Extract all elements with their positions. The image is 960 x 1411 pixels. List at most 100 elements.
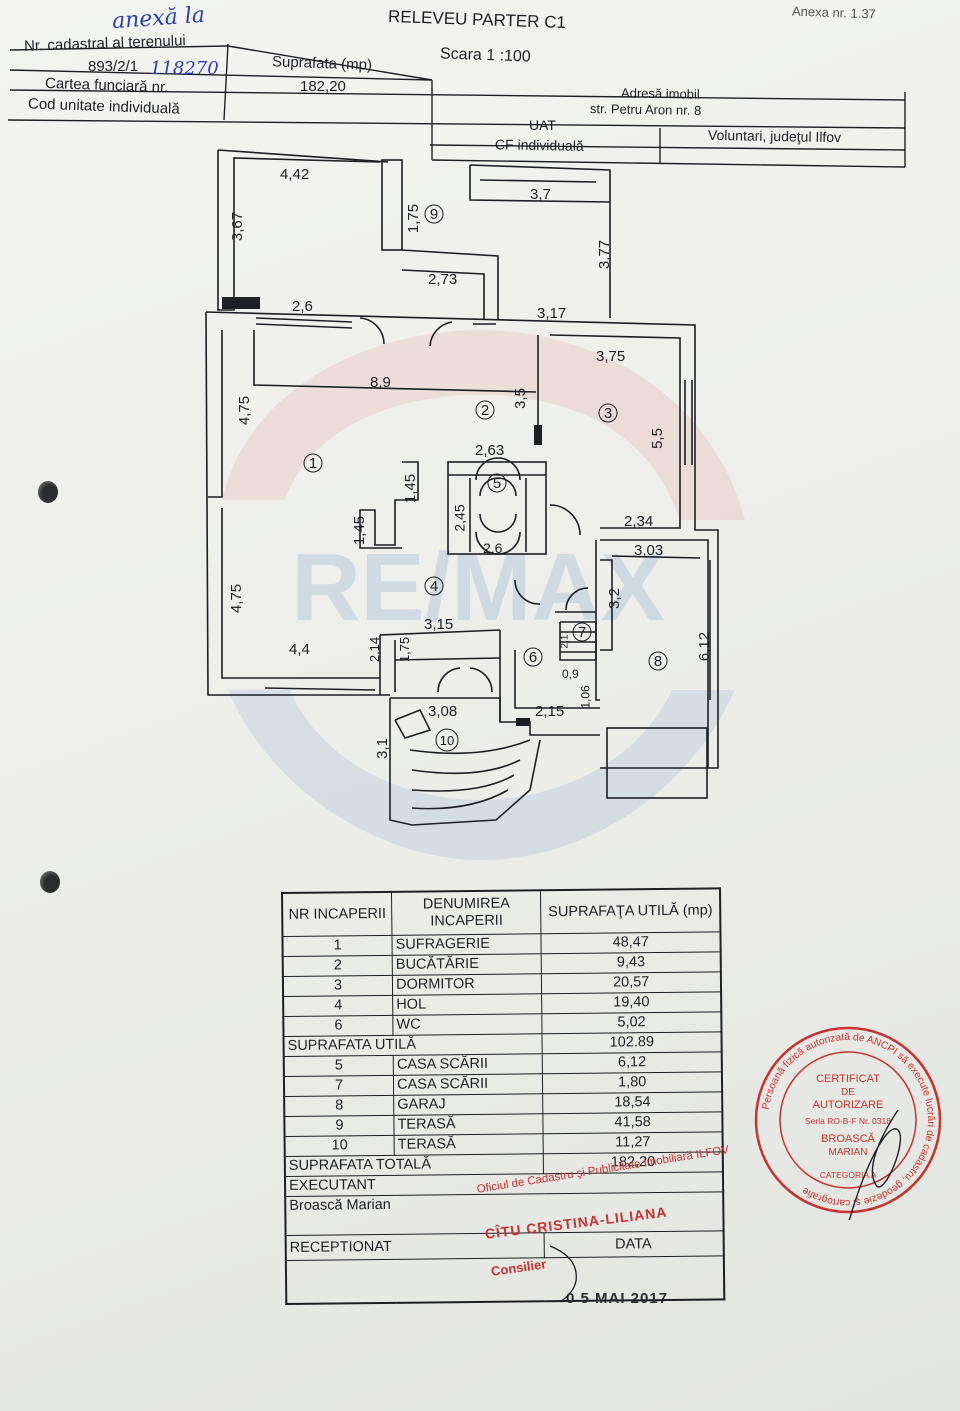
dim-label: 0,9 (562, 667, 579, 681)
room-10: 10 (440, 733, 454, 748)
row-name: TERASĂ (394, 1133, 544, 1156)
nr-cadastral-handwritten: 118270 (150, 58, 219, 79)
dim-label: 1,45 (402, 473, 420, 504)
stamp-center-6: MARIAN (829, 1147, 868, 1158)
dim-label: 2,45 (451, 504, 468, 532)
dim-label: 2,14 (367, 636, 383, 663)
rooms-legend-table: NR INCAPERII DENUMIREA INCAPERII SUPRAFA… (281, 887, 726, 1305)
dim-label: 4,75 (228, 583, 246, 614)
col-area-header: SUPRAFAŢA UTILĂ (mp) (540, 888, 721, 934)
col-nr-header: NR INCAPERII (282, 891, 393, 937)
room-6: 6 (529, 649, 537, 666)
header-table-lines (7, 43, 906, 168)
row-name: HOL (392, 993, 543, 1016)
dim-label: 3,77 (596, 239, 614, 270)
row-name: SUFRAGERIE (392, 933, 542, 956)
uat-label: UAT (529, 117, 556, 133)
office-signature (549, 1245, 577, 1303)
dim-label: 4,42 (280, 166, 310, 183)
dim-label: 2,15 (535, 703, 565, 720)
stamp-center-3: AUTORIZARE (813, 1099, 884, 1111)
dim-label: 1,45 (351, 515, 369, 546)
row-area: 20,57 (541, 971, 722, 994)
suprafata-value: 182,20 (300, 78, 346, 95)
row-nr: 8 (284, 1095, 394, 1117)
stamp-center-4: Seria RO-B-F Nr. 0318 (805, 1116, 891, 1126)
row-nr: 5 (283, 1055, 394, 1077)
room-8: 8 (654, 653, 662, 670)
stamp-category: CATEGORIA A (820, 1170, 877, 1180)
dim-label: 2,34 (624, 513, 654, 530)
dim-label: 5,5 (648, 428, 666, 449)
row-area: 6,12 (542, 1051, 722, 1074)
total-label: SUPRAFATA TOTALĂ (284, 1153, 544, 1177)
row-nr: 2 (282, 955, 393, 977)
dim-label: 1,06 (578, 685, 593, 709)
room-5: 5 (493, 475, 501, 492)
office-stamp-date: 0 5 MAI 2017 (566, 1290, 669, 1307)
row-nr: 9 (284, 1115, 395, 1137)
row-name: BUCĂTĂRIE (392, 953, 542, 976)
row-name: WC (392, 1013, 543, 1036)
punch-hole-bottom (40, 871, 60, 893)
watermark-text: RE/MAX (291, 534, 664, 641)
wall-block-2 (516, 718, 530, 726)
wall-block (534, 425, 542, 445)
dim-label: 2,6 (483, 540, 503, 556)
room-7: 7 (578, 624, 586, 641)
dim-label: 1,75 (405, 203, 423, 234)
chimney-block (222, 297, 260, 309)
row-nr: 3 (282, 975, 393, 997)
row-name: TERASĂ (393, 1113, 544, 1136)
nr-cadastral-value: 893/2/1 (88, 58, 139, 75)
row-area: 1,80 (542, 1071, 723, 1094)
authorization-stamp: Persoană fizică autorizată de ANCPI să e… (754, 1026, 942, 1220)
legend-header-row: NR INCAPERII DENUMIREA INCAPERII SUPRAFA… (282, 888, 721, 937)
row-name: CASA SCĂRII (393, 1073, 544, 1096)
row-area: 18,54 (543, 1091, 723, 1114)
row-nr: 10 (284, 1135, 395, 1157)
row-nr: 1 (282, 935, 393, 957)
dim-label: 8,9 (370, 374, 391, 391)
subtotal-label: SUPRAFATA UTILĂ (283, 1033, 543, 1057)
plan-walls (205, 149, 719, 826)
dim-label: 3,5 (511, 388, 529, 409)
dim-label: 6,12 (696, 631, 714, 662)
stamp-outer-ring (754, 1026, 942, 1214)
watermark-balloon-blue (228, 690, 735, 860)
dim-label: 3,75 (596, 348, 626, 365)
dim-label: 1,75 (397, 636, 413, 663)
dim-label: 3,2 (605, 588, 623, 609)
row-nr: 4 (283, 995, 393, 1017)
floor-plan: 9 1 2 3 4 5 6 7 8 10 (205, 149, 719, 826)
dim-label: 4,4 (289, 641, 310, 658)
row-nr: 6 (283, 1015, 394, 1037)
dim-label: 2,73 (428, 271, 458, 288)
dim-label: 3,08 (428, 703, 458, 720)
dim-label: 4,75 (236, 395, 254, 426)
room-9: 9 (430, 206, 438, 223)
row-area: 41,58 (543, 1111, 723, 1134)
row-name: GARAJ (393, 1093, 544, 1116)
stamp-inner-ring (779, 1051, 917, 1189)
watermark-balloon-red (222, 330, 745, 520)
dim-label: 2,1 (559, 634, 571, 649)
row-area: 5,02 (542, 1011, 722, 1034)
row-nr: 7 (283, 1075, 394, 1097)
room-2: 2 (481, 402, 489, 419)
dim-label: 2,63 (475, 442, 505, 459)
dim-label: 2,6 (292, 298, 313, 315)
room-3: 3 (604, 405, 612, 422)
authorizer-signature (848, 1109, 902, 1220)
dim-label: 3,03 (634, 542, 664, 559)
row-area: 9,43 (541, 951, 721, 974)
dim-label: 3,67 (229, 211, 247, 242)
dim-label: 3,17 (537, 305, 567, 322)
dim-label: 3,15 (424, 616, 454, 633)
col-name-header: DENUMIREA INCAPERII (391, 890, 542, 936)
row-name: DORMITOR (392, 973, 543, 996)
stamp-center-1: CERTIFICAT (816, 1073, 880, 1085)
subtotal-value: 102.89 (542, 1031, 722, 1054)
